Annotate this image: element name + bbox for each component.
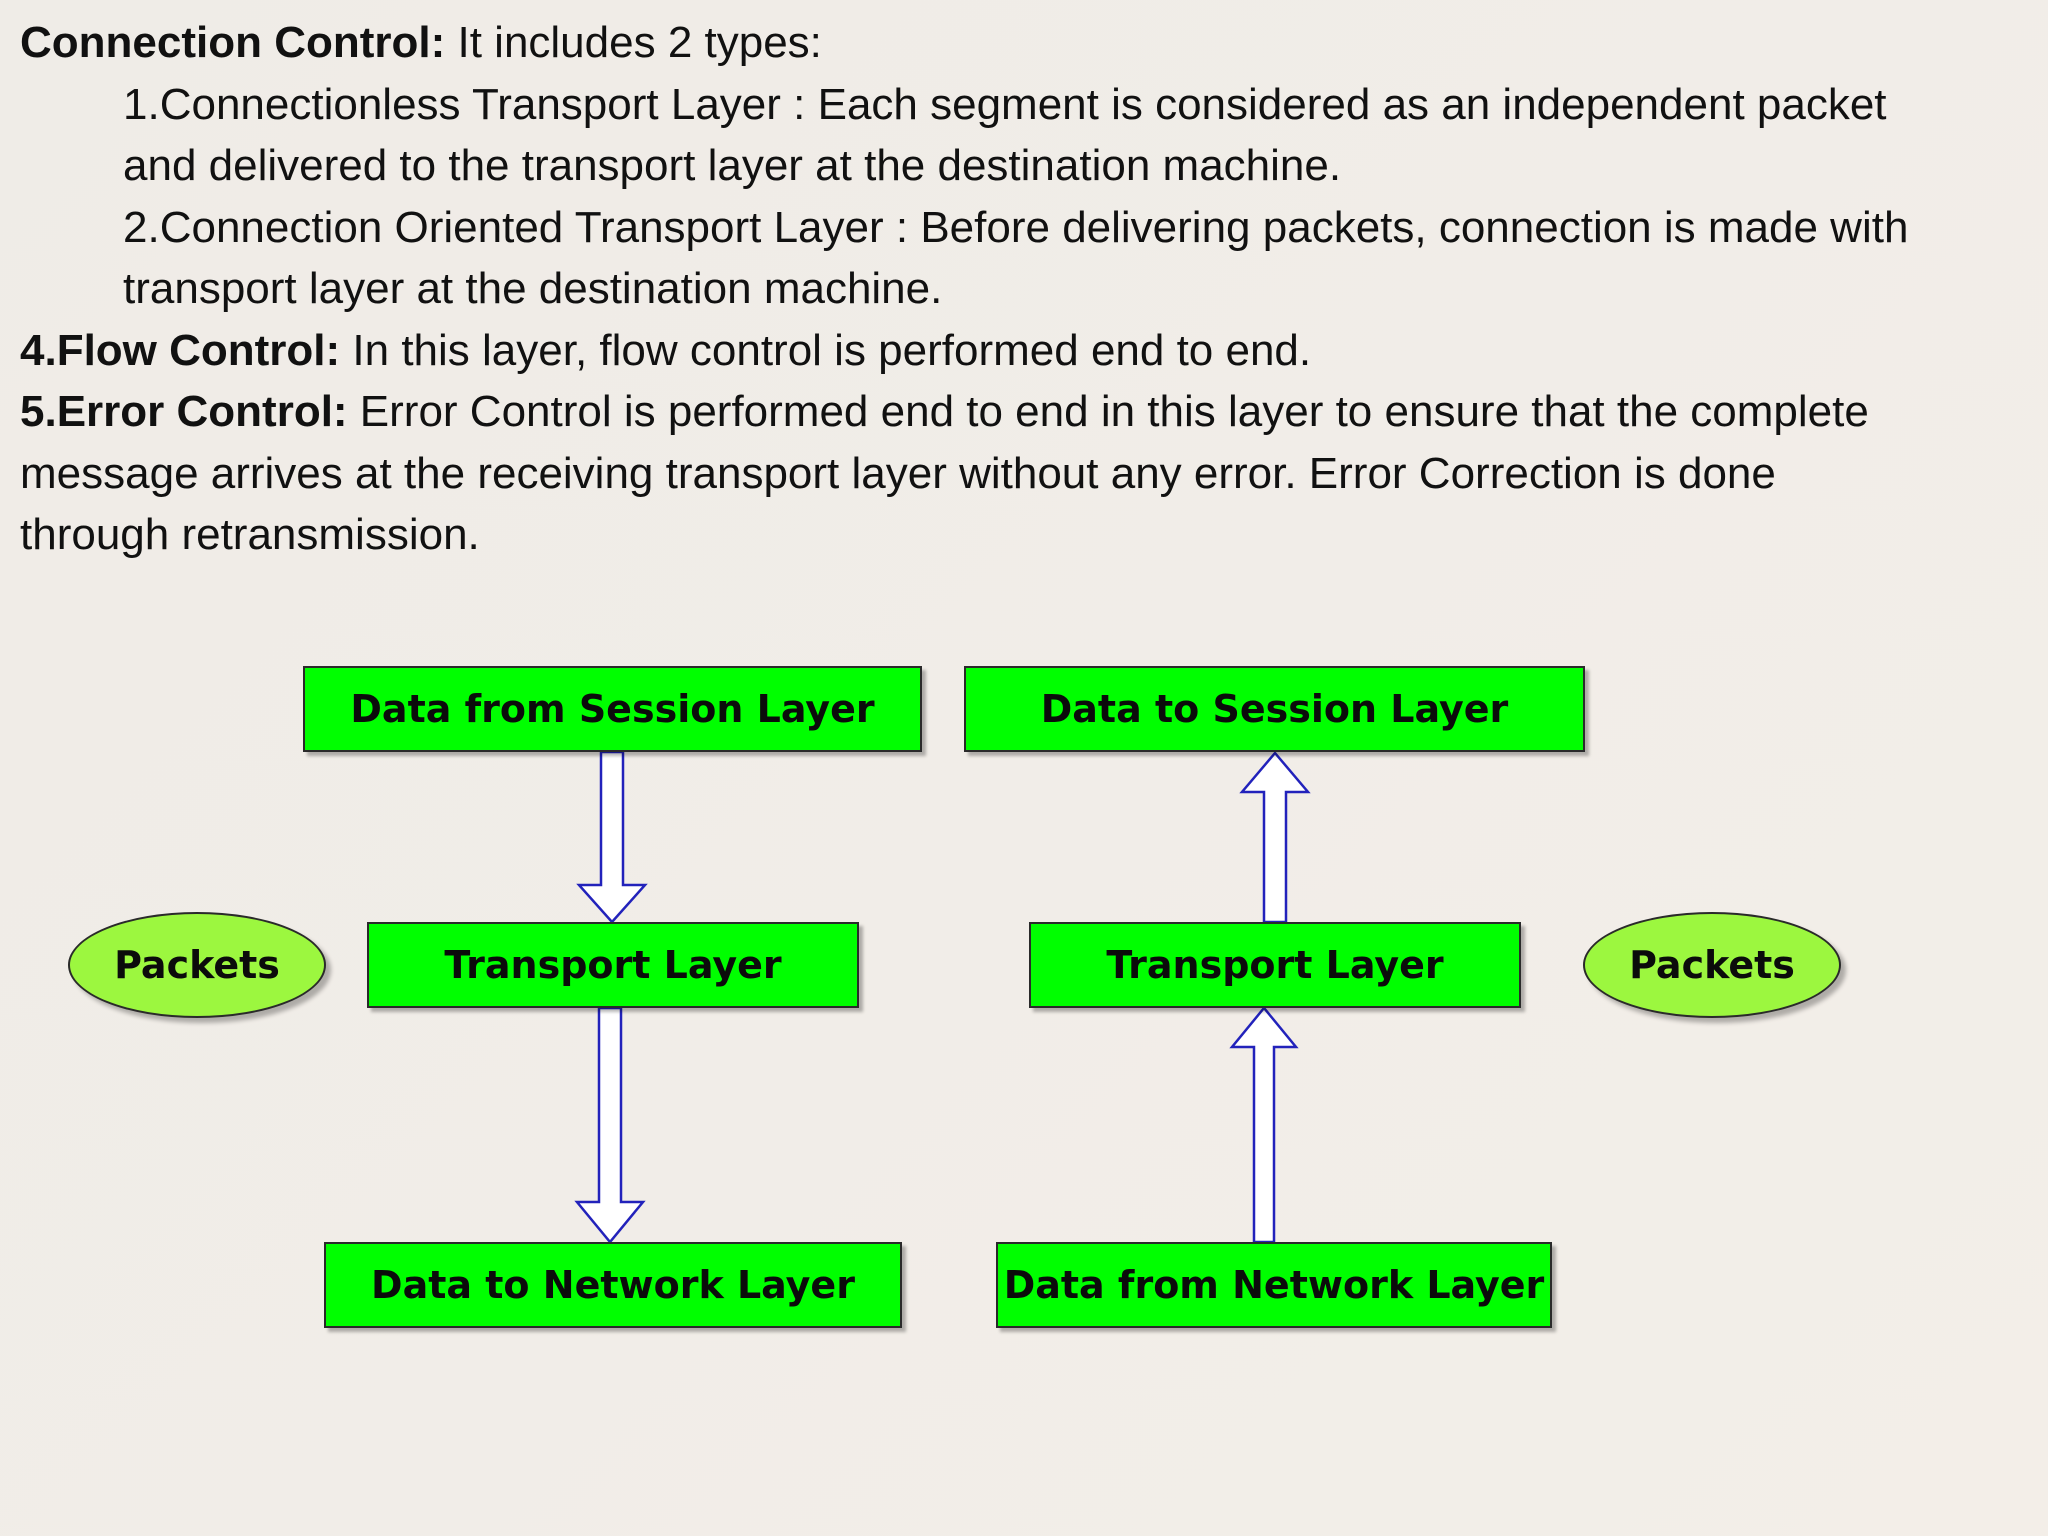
flow-control-line: 4.Flow Control: In this layer, flow cont… bbox=[20, 320, 2030, 382]
sender-session-label: Data from Session Layer bbox=[350, 687, 875, 731]
receiver-packets-ellipse: Packets bbox=[1583, 912, 1841, 1018]
sender-network-label: Data to Network Layer bbox=[371, 1263, 855, 1307]
sender-transport-label: Transport Layer bbox=[444, 943, 782, 987]
sender-packets-label: Packets bbox=[114, 943, 280, 987]
receiver-session-label: Data to Session Layer bbox=[1040, 687, 1509, 731]
connection-control-intro: It includes 2 types: bbox=[445, 18, 822, 67]
arrow-up-network-to-transport bbox=[1229, 1006, 1299, 1244]
error-control-line1: 5.Error Control: Error Control is perfor… bbox=[20, 381, 2030, 443]
connection-control-label: Connection Control: bbox=[20, 18, 446, 67]
flow-control-label: 4.Flow Control: bbox=[20, 325, 341, 375]
arrow-down-transport-to-network bbox=[574, 1006, 646, 1244]
receiver-network-label: Data from Network Layer bbox=[1003, 1263, 1545, 1307]
sender-packets-ellipse: Packets bbox=[68, 912, 326, 1018]
connection-control-line: Connection Control: It includes 2 types: bbox=[20, 12, 2030, 74]
flow-control-text: In this layer, flow control is performed… bbox=[340, 325, 1312, 375]
receiver-session-box: Data to Session Layer bbox=[964, 666, 1585, 752]
sender-transport-box: Transport Layer bbox=[367, 922, 859, 1008]
receiver-network-box: Data from Network Layer bbox=[996, 1242, 1552, 1328]
receiver-packets-label: Packets bbox=[1629, 943, 1795, 987]
arrow-up-transport-to-session bbox=[1239, 751, 1311, 924]
sender-network-box: Data to Network Layer bbox=[324, 1242, 902, 1328]
slide-text: Connection Control: It includes 2 types:… bbox=[20, 12, 2030, 566]
error-control-line2: message arrives at the receiving transpo… bbox=[20, 448, 1776, 498]
error-control-line3: through retransmission. bbox=[20, 510, 480, 559]
receiver-transport-label: Transport Layer bbox=[1106, 943, 1444, 987]
type1-line1: 1.Connectionless Transport Layer : Each … bbox=[123, 79, 1887, 129]
type2-line1: 2.Connection Oriented Transport Layer : … bbox=[123, 202, 1909, 252]
arrow-down-session-to-transport bbox=[576, 750, 648, 924]
type2-line2: transport layer at the destination machi… bbox=[123, 264, 943, 313]
receiver-transport-box: Transport Layer bbox=[1029, 922, 1521, 1008]
error-control-text1: Error Control is performed end to end in… bbox=[347, 387, 1869, 436]
type1-line2: and delivered to the transport layer at … bbox=[123, 141, 1342, 190]
sender-session-box: Data from Session Layer bbox=[303, 666, 922, 752]
error-control-label: 5.Error Control: bbox=[20, 387, 348, 436]
